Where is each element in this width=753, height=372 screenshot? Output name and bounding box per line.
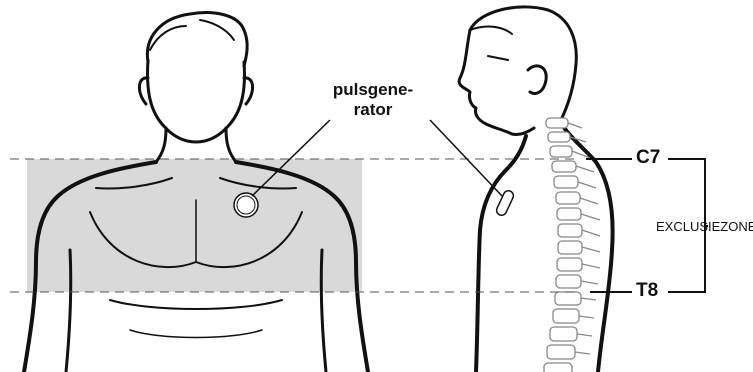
pulse-generator-label: pulsgene- rator [318, 80, 428, 120]
exclusion-zone-band [27, 159, 362, 292]
c7-label: C7 [636, 147, 660, 169]
front-implant-circle [234, 193, 258, 217]
side-implant [495, 189, 515, 217]
exclusion-zone-label: EXCLUSIEZONE [656, 219, 753, 234]
pulse-generator-label-line2: rator [318, 100, 428, 120]
t8-label: T8 [636, 280, 658, 302]
pointer-side [430, 120, 502, 196]
pulse-generator-label-line1: pulsgene- [318, 80, 428, 100]
